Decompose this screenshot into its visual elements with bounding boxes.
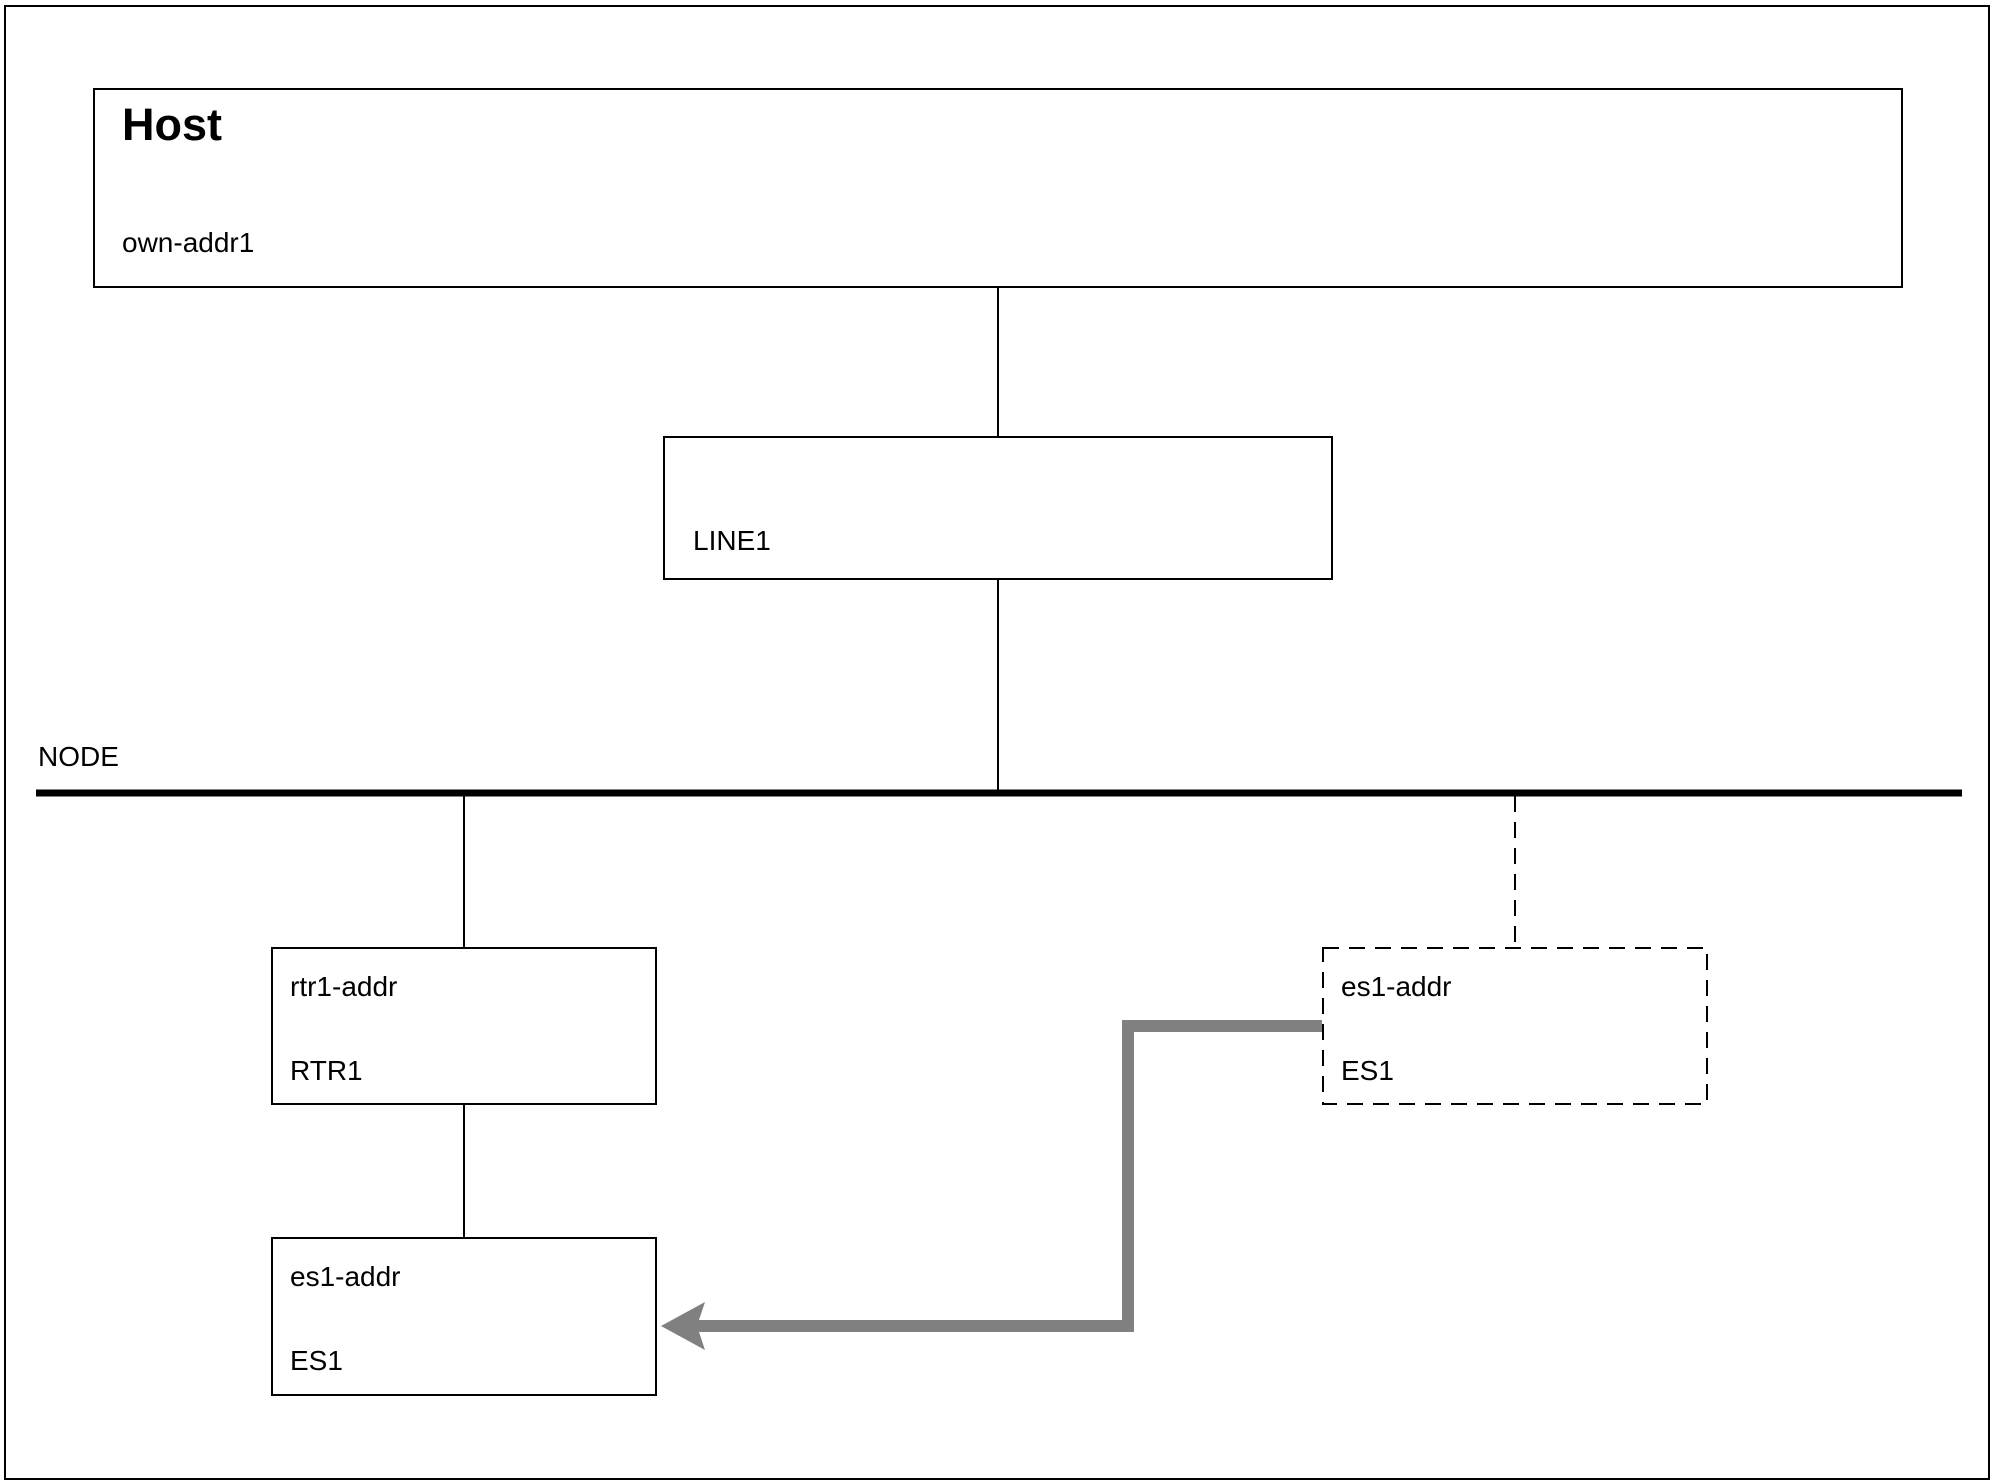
es1-local-address: es1-addr [290,1261,401,1292]
es1-remote-name: ES1 [1341,1055,1394,1086]
node-label: NODE [38,741,119,772]
es1-remote-dashed-box [1322,947,1708,1105]
host-box [93,88,1903,288]
es1-remote-address: es1-addr [1341,971,1452,1002]
es1-local-box [271,1237,657,1396]
router-address: rtr1-addr [290,971,398,1002]
line1-box [663,436,1333,580]
es1-move-arrow-path [695,1020,1322,1332]
line1-label: LINE1 [693,525,771,556]
outer-frame [4,5,1990,1480]
host-address: own-addr1 [122,227,255,258]
router-name: RTR1 [290,1055,363,1086]
es1-local-name: ES1 [290,1345,343,1376]
es1-move-arrowhead [661,1302,705,1350]
host-title: Host [122,99,222,150]
